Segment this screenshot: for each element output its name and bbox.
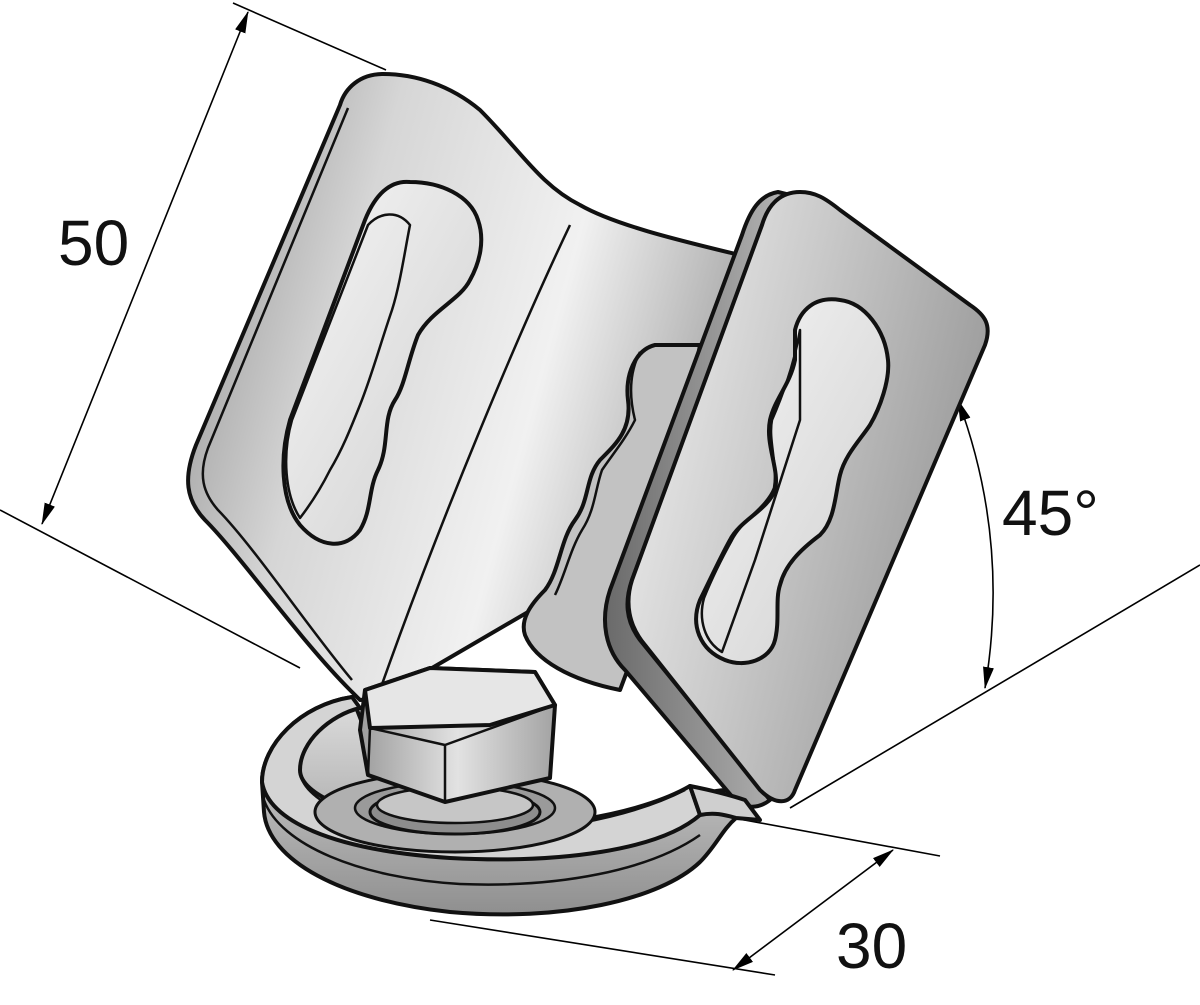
angle-label: 45° [1002,477,1099,549]
extension-line-angle [789,564,1200,809]
height-label: 50 [58,207,129,279]
extension-line-bottom [0,509,301,669]
angle-arc [957,398,994,690]
dimension-angle: 45° [789,398,1200,809]
extension-line-left [429,919,776,976]
hex-bolt [358,666,557,836]
center-slot [521,343,702,692]
slot-right-plate [694,297,891,666]
dimension-line-width [732,849,894,971]
dimension-line-height [41,10,249,526]
base-tab [688,784,762,822]
right-plate [603,190,990,809]
slot-left-plate [281,179,484,546]
width-label: 30 [836,910,907,982]
extension-line-top [232,2,387,71]
dimension-height: 50 [0,2,387,669]
